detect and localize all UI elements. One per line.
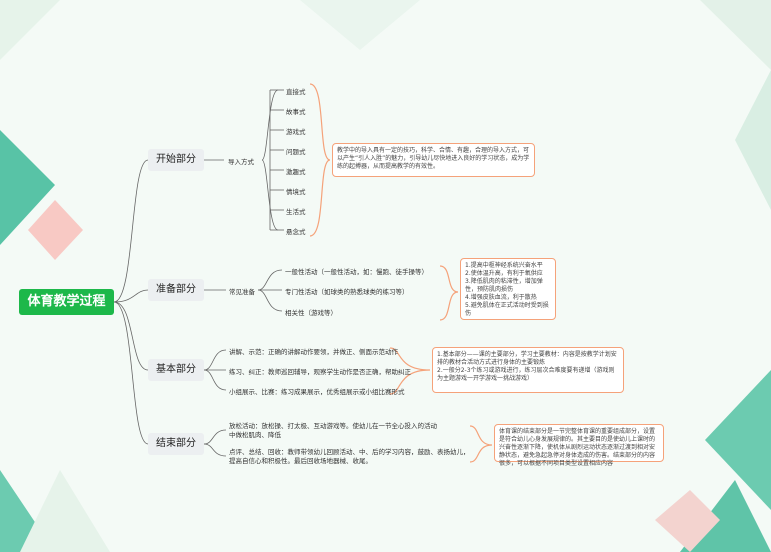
start-item-2[interactable]: 故事式 xyxy=(286,108,306,116)
start-item-5[interactable]: 激趣式 xyxy=(286,168,306,176)
prepare-item-3[interactable]: 相关性（游戏等） xyxy=(285,309,337,317)
end-note: 体育课的结束部分是一节完整体育课的重要组成部分，设置是符合幼儿心身发展规律的。其… xyxy=(494,424,664,467)
prepare-mid-node[interactable]: 常见准备 xyxy=(229,288,255,296)
section-end[interactable]: 结束部分 xyxy=(148,433,204,455)
prepare-item-2[interactable]: 专门性活动（如球类的熟悉球类的练习等） xyxy=(285,288,409,296)
start-item-8[interactable]: 悬念式 xyxy=(286,228,306,236)
start-item-7[interactable]: 生活式 xyxy=(286,208,306,216)
basic-item-2[interactable]: 练习、纠正：教师巡回辅导，观察学生动作是否正确，帮助纠正 xyxy=(229,368,411,376)
root-node[interactable]: 体育教学过程 xyxy=(19,289,114,315)
basic-note: 1.基本部分——课的主要部分，学习主要教材：内容是按教学计划安排的教材合活动方式… xyxy=(432,347,624,393)
prepare-item-1[interactable]: 一般性活动（一般性活动，如：慢跑、徒手操等） xyxy=(285,268,428,276)
prepare-note: 1.提高中枢神经系统兴奋水平 2.使体温升高，有利于氧供应 3.降低肌肉的粘滞性… xyxy=(460,258,556,320)
section-prepare[interactable]: 准备部分 xyxy=(148,279,204,301)
end-item-1[interactable]: 放松活动：放松操、打太极、互动游戏等。使幼儿在一节全心投入的活动中做松肌肉、降低 xyxy=(229,422,437,439)
start-item-4[interactable]: 问题式 xyxy=(286,148,306,156)
section-start[interactable]: 开始部分 xyxy=(148,149,204,171)
end-item-2[interactable]: 点评、总结、回收：教师带领幼儿回顾活动、中、后的学习内容，鼓励、表扬幼儿，提高自… xyxy=(229,448,470,465)
basic-item-3[interactable]: 小组展示、比赛：练习成果展示，优秀组展示或小组比赛形式 xyxy=(229,388,405,396)
start-mid-node[interactable]: 导入方式 xyxy=(228,158,254,166)
section-basic[interactable]: 基本部分 xyxy=(148,359,204,381)
start-item-6[interactable]: 情境式 xyxy=(286,188,306,196)
basic-item-1[interactable]: 讲解、示范：正确的讲解动作要领，并做正、侧面示范动作 xyxy=(229,348,398,356)
start-item-1[interactable]: 直接式 xyxy=(286,88,306,96)
start-item-3[interactable]: 游戏式 xyxy=(286,128,306,136)
start-note: 教学中的导入具有一定的技巧，科学、合情、有趣，合理的导入方式，可以产生“引人入胜… xyxy=(332,143,535,177)
